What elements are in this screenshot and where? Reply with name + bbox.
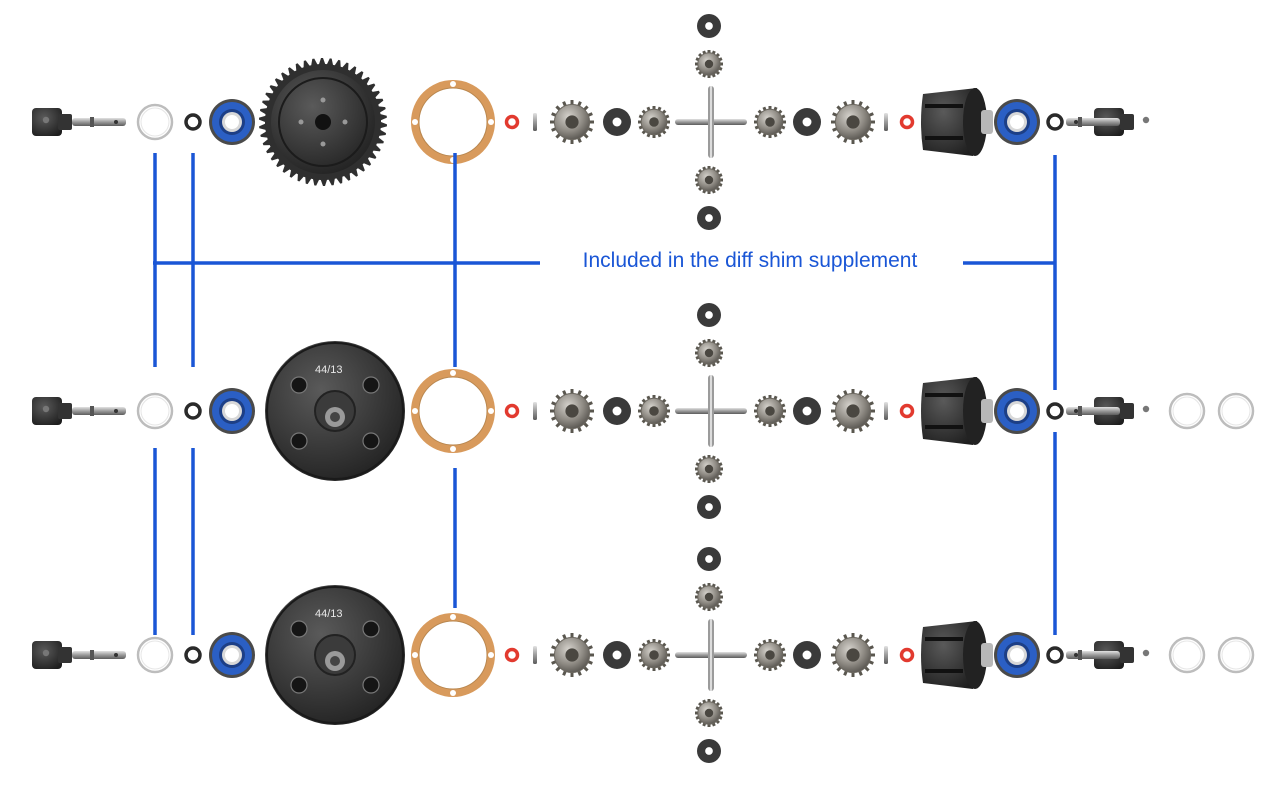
ring-gear: 44/13 xyxy=(265,585,405,725)
thrust-washer xyxy=(793,108,821,136)
o-ring xyxy=(1046,402,1064,420)
case-gasket xyxy=(411,369,495,453)
cross-pin xyxy=(675,619,747,691)
thrust-washer xyxy=(697,14,721,38)
outdrive-cup xyxy=(1066,397,1150,425)
thrust-washer xyxy=(603,641,631,669)
ball-bearing xyxy=(209,388,255,434)
thrust-washer xyxy=(793,397,821,425)
diff-case xyxy=(921,88,993,156)
pin xyxy=(884,402,888,420)
spider-gear xyxy=(695,339,723,367)
annotation-lines xyxy=(153,153,1057,635)
case-gasket xyxy=(411,80,495,164)
pin xyxy=(884,646,888,664)
spider-gear xyxy=(638,106,670,138)
bevel-gear xyxy=(831,389,875,433)
spider-gear xyxy=(638,395,670,427)
o-ring xyxy=(899,403,915,419)
thrust-washer xyxy=(697,547,721,571)
ball-bearing xyxy=(994,388,1040,434)
pin xyxy=(884,113,888,131)
o-ring xyxy=(504,647,520,663)
pin xyxy=(533,113,537,131)
ball-bearing xyxy=(994,99,1040,145)
spider-gear xyxy=(638,639,670,671)
pin xyxy=(533,402,537,420)
bevel-gear xyxy=(831,100,875,144)
thrust-washer xyxy=(697,303,721,327)
pin xyxy=(533,646,537,664)
diff-case xyxy=(921,621,993,689)
o-ring xyxy=(504,403,520,419)
o-ring xyxy=(184,646,202,664)
cross-pin xyxy=(675,375,747,447)
shim-ring xyxy=(136,392,174,430)
parts-row: 44/13 xyxy=(32,547,1255,763)
o-ring xyxy=(184,402,202,420)
diff-case xyxy=(921,377,993,445)
spider-gear xyxy=(695,50,723,78)
o-ring xyxy=(1046,113,1064,131)
spider-gear xyxy=(754,639,786,671)
bevel-gear xyxy=(550,633,594,677)
thrust-washer xyxy=(697,739,721,763)
thrust-washer xyxy=(697,495,721,519)
thrust-washer xyxy=(603,108,631,136)
outdrive-cup xyxy=(32,108,126,136)
bevel-gear xyxy=(550,389,594,433)
ball-bearing xyxy=(209,632,255,678)
thrust-washer xyxy=(603,397,631,425)
shim-ring xyxy=(1168,636,1206,674)
case-gasket xyxy=(411,613,495,697)
shim-ring xyxy=(136,636,174,674)
gear-label: 44/13 xyxy=(315,608,343,620)
o-ring xyxy=(184,113,202,131)
ring-gear: 44/13 xyxy=(265,341,405,481)
annotation-label: Included in the diff shim supplement xyxy=(540,246,960,276)
shim-ring xyxy=(1217,392,1255,430)
outdrive-cup xyxy=(32,641,126,669)
parts-row xyxy=(32,14,1150,230)
outdrive-cup xyxy=(1066,641,1150,669)
outdrive-cup xyxy=(32,397,126,425)
shim-ring xyxy=(1168,392,1206,430)
cross-pin xyxy=(675,86,747,158)
spider-gear xyxy=(754,106,786,138)
ball-bearing xyxy=(994,632,1040,678)
o-ring xyxy=(899,647,915,663)
spider-gear xyxy=(695,166,723,194)
ball-bearing xyxy=(209,99,255,145)
spider-gear xyxy=(695,455,723,483)
thrust-washer xyxy=(793,641,821,669)
o-ring xyxy=(1046,646,1064,664)
shim-ring xyxy=(136,103,174,141)
o-ring xyxy=(504,114,520,130)
outdrive-cup xyxy=(1066,108,1150,136)
bevel-gear xyxy=(831,633,875,677)
parts-row: 44/13 xyxy=(32,303,1255,519)
spider-gear xyxy=(695,699,723,727)
bevel-gear xyxy=(550,100,594,144)
o-ring xyxy=(899,114,915,130)
gear-label: 44/13 xyxy=(315,364,343,376)
shim-ring xyxy=(1217,636,1255,674)
spur-gear xyxy=(259,58,387,186)
thrust-washer xyxy=(697,206,721,230)
spider-gear xyxy=(695,583,723,611)
spider-gear xyxy=(754,395,786,427)
